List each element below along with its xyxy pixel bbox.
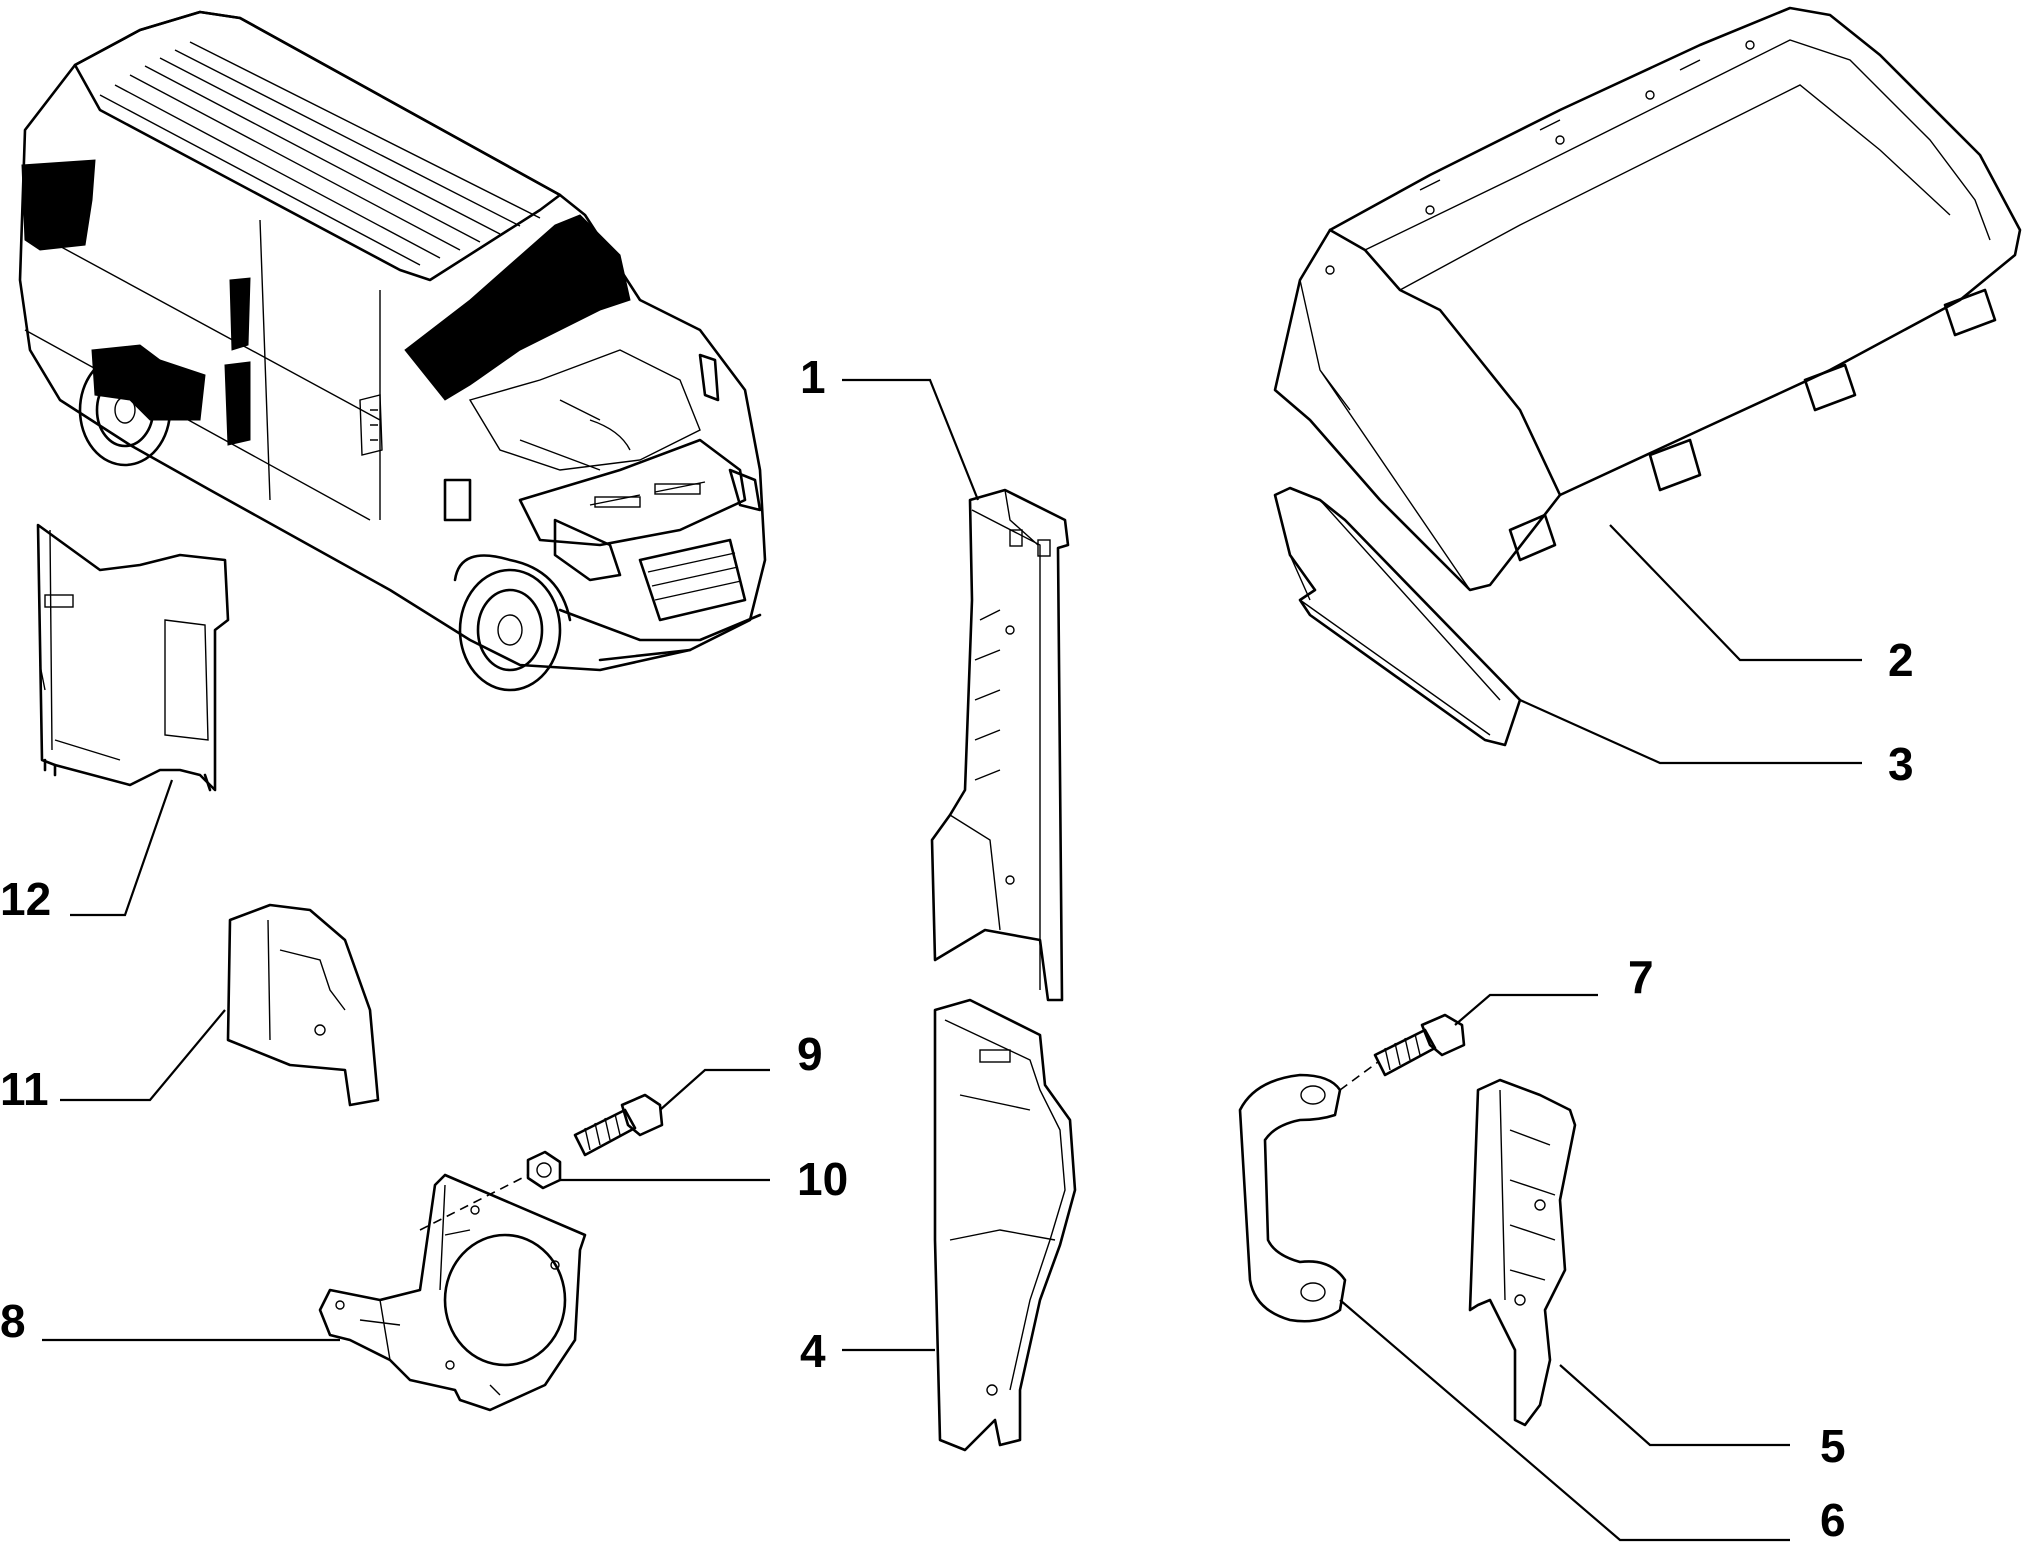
- callout-8: 8: [0, 1295, 26, 1347]
- part-1-pillar-trim: [930, 488, 1070, 1002]
- leader-5: [1559, 1364, 1790, 1447]
- callout-4: 4: [800, 1325, 826, 1377]
- callout-3: 3: [1888, 738, 1914, 790]
- part-11-bracket: [226, 903, 380, 1107]
- leader-12: [70, 779, 174, 917]
- callout-11: 11: [0, 1063, 49, 1115]
- leader-6: [1339, 1299, 1790, 1542]
- callout-12: 12: [0, 873, 51, 925]
- part-7-bolt: [1373, 1013, 1466, 1077]
- part-6-grab-handle: [1238, 1073, 1347, 1323]
- callout-6: 6: [1820, 1494, 1846, 1545]
- leader-9: [659, 1068, 770, 1111]
- van-illustration: [18, 10, 767, 692]
- callout-10: 10: [797, 1153, 848, 1205]
- part-10-nut: [526, 1150, 562, 1190]
- leader-11: [60, 1009, 226, 1102]
- part-8-bracket: [318, 1173, 587, 1412]
- part-3-strip: [1273, 486, 1522, 747]
- callout-2: 2: [1888, 634, 1914, 686]
- part-4-lower-trim: [933, 998, 1077, 1452]
- assembly-line-8: [419, 1174, 529, 1231]
- leader-7: [1454, 993, 1598, 1026]
- part-9-bolt: [573, 1093, 664, 1157]
- callout-9: 9: [797, 1028, 823, 1080]
- leader-3: [1519, 698, 1862, 765]
- callout-1: 1: [800, 351, 826, 403]
- leader-lines: [42, 378, 1862, 1542]
- callout-5: 5: [1820, 1420, 1846, 1472]
- part-12-trim: [36, 523, 230, 792]
- callout-7: 7: [1628, 951, 1654, 1003]
- part-5-bracket: [1468, 1078, 1577, 1427]
- callout-labels: 1 2 3 4 5 6 7 8 9 10 11 12: [0, 351, 1914, 1545]
- leader-1: [842, 378, 980, 501]
- assembly-line-6: [1339, 1061, 1379, 1091]
- part-2-cover-panel: [1273, 6, 2022, 592]
- leader-2: [1609, 524, 1862, 662]
